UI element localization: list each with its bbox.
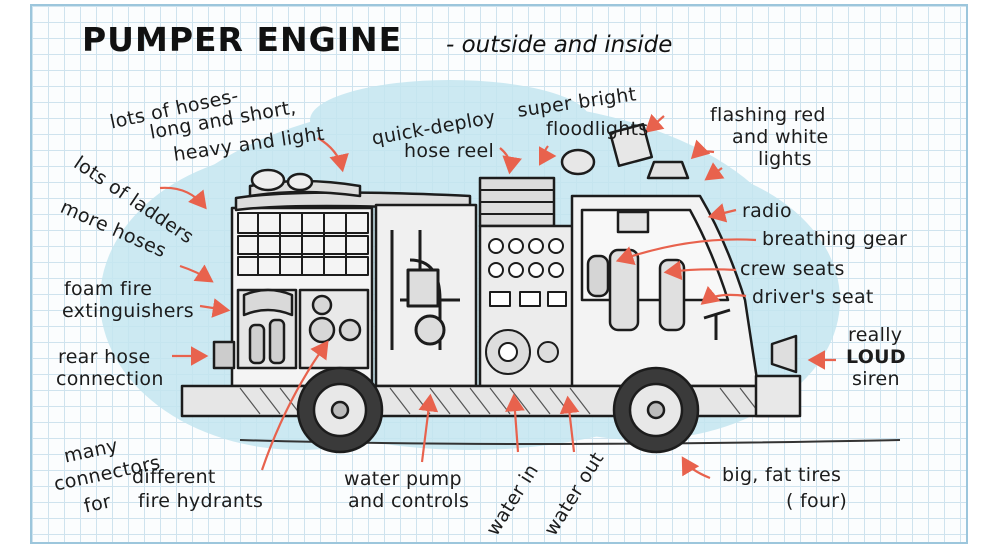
rear-wheel bbox=[296, 366, 384, 454]
label-crew: crew seats bbox=[740, 258, 845, 280]
front-wheel bbox=[612, 366, 700, 454]
arrow-radio bbox=[707, 203, 737, 223]
pump-pipes bbox=[390, 230, 460, 350]
label-tires-1: big, fat tires bbox=[722, 464, 842, 486]
arrow-tires bbox=[681, 456, 711, 480]
steering-wheel bbox=[703, 308, 731, 340]
label-driver: driver's seat bbox=[752, 286, 874, 308]
radio-box bbox=[616, 210, 650, 234]
chassis-rail bbox=[180, 384, 800, 418]
arrow-flood-left bbox=[538, 145, 557, 166]
label-reel-2: hose reel bbox=[404, 140, 495, 162]
label-tires-2: ( four) bbox=[786, 490, 848, 512]
label-pump-2: and controls bbox=[348, 490, 470, 512]
callout-arrows bbox=[159, 113, 836, 480]
arrow-crew bbox=[663, 260, 737, 281]
page-subtitle: - outside and inside bbox=[446, 32, 673, 58]
front-bumper bbox=[754, 374, 802, 418]
label-siren-3: siren bbox=[852, 368, 900, 390]
page-title: PUMPER ENGINE bbox=[82, 20, 403, 59]
label-flash-2: and white bbox=[732, 126, 829, 148]
arrow-more-hoses bbox=[179, 264, 214, 283]
flashing-lights bbox=[646, 160, 690, 180]
arrow-water-in bbox=[505, 393, 525, 453]
arrow-connectors bbox=[260, 340, 329, 471]
extinguishers bbox=[242, 288, 294, 365]
label-connectors-4: different bbox=[132, 466, 216, 488]
rear-hose-connection bbox=[212, 340, 236, 370]
arrow-pump bbox=[418, 393, 439, 463]
arrow-hoses bbox=[317, 137, 349, 173]
label-flash-1: flashing red bbox=[710, 104, 826, 126]
label-radio: radio bbox=[742, 200, 792, 222]
arrow-breathing bbox=[615, 238, 757, 266]
label-siren-1: really bbox=[848, 324, 903, 346]
arrow-reel bbox=[499, 147, 522, 175]
label-flood-2: floodlights bbox=[546, 118, 649, 140]
label-flash-3: lights bbox=[758, 148, 812, 170]
fire-engine bbox=[180, 122, 802, 454]
arrow-flood-right bbox=[644, 113, 665, 133]
arrow-water-out bbox=[559, 395, 580, 453]
arrow-driver bbox=[700, 285, 747, 305]
label-rear-2: connection bbox=[56, 368, 164, 390]
floodlights bbox=[560, 122, 654, 176]
label-foam-2: extinguishers bbox=[62, 300, 194, 322]
breathing-gear bbox=[586, 254, 610, 298]
ladders bbox=[237, 212, 369, 276]
label-breathing: breathing gear bbox=[762, 228, 908, 250]
arrow-foam bbox=[199, 298, 231, 318]
label-connectors-5: fire hydrants bbox=[138, 490, 264, 512]
arrow-ladders bbox=[159, 186, 207, 210]
arrow-flash-top bbox=[690, 139, 715, 160]
label-rear-1: rear hose bbox=[58, 346, 151, 368]
gauges bbox=[485, 238, 567, 375]
label-pump-1: water pump bbox=[344, 468, 462, 490]
label-foam-1: foam fire bbox=[64, 278, 153, 300]
arrow-flash-bottom bbox=[704, 162, 725, 181]
siren bbox=[770, 334, 798, 374]
label-siren-2: LOUD bbox=[846, 346, 906, 368]
